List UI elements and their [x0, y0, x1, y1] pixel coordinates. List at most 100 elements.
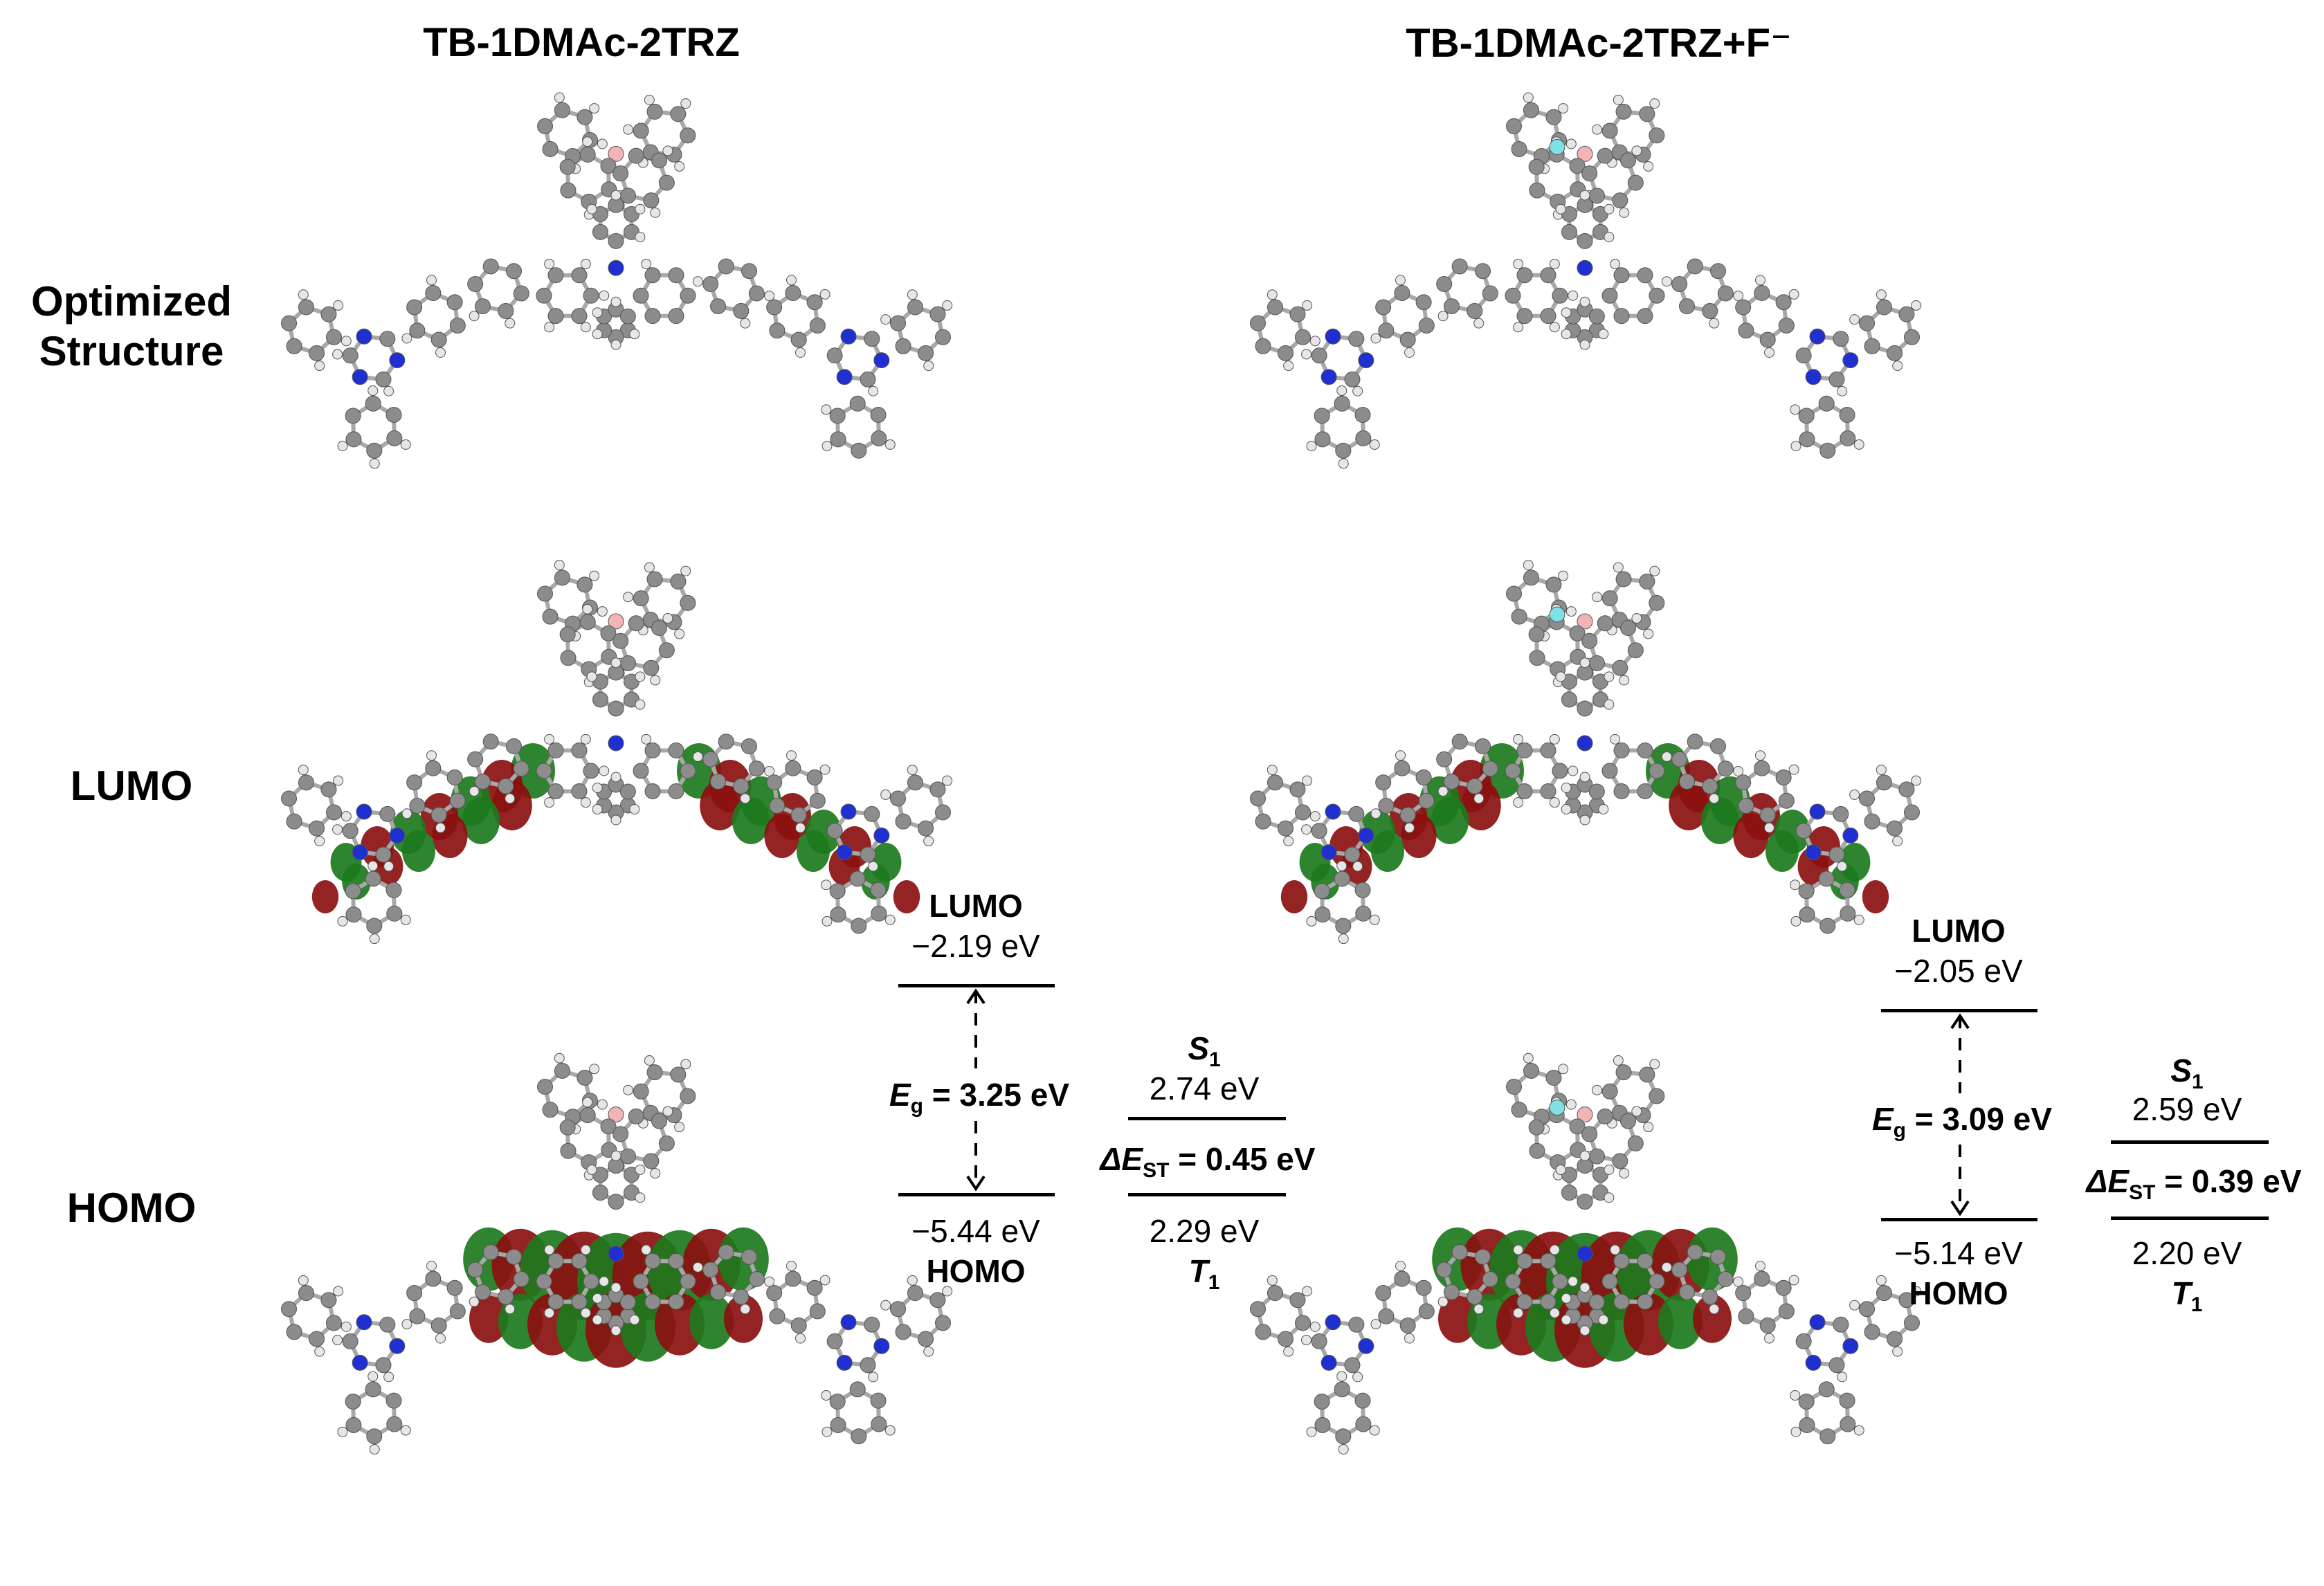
atom — [635, 671, 646, 682]
atom — [1842, 352, 1859, 369]
atom — [868, 385, 879, 397]
atom — [577, 1069, 593, 1086]
atom — [1588, 783, 1605, 800]
atom — [650, 1168, 661, 1179]
atom — [1649, 1273, 1665, 1290]
atom — [425, 284, 442, 301]
atom — [1475, 738, 1491, 755]
atom — [1314, 408, 1330, 424]
atom — [430, 807, 447, 823]
atom — [597, 606, 608, 617]
atom — [942, 1286, 953, 1297]
atom — [785, 284, 801, 301]
atom — [733, 778, 750, 794]
atom — [610, 1282, 621, 1293]
atom — [851, 442, 867, 459]
atom — [345, 431, 362, 448]
atom — [1568, 290, 1579, 301]
atom — [469, 785, 480, 796]
atom — [467, 1261, 484, 1278]
atom — [1545, 576, 1562, 593]
atom — [386, 905, 403, 922]
atom — [1687, 1244, 1703, 1261]
atom — [1627, 1135, 1644, 1151]
atom — [1754, 760, 1770, 776]
atom — [895, 1324, 911, 1340]
atom — [1754, 1270, 1770, 1287]
atom — [1639, 106, 1655, 122]
atom — [385, 407, 402, 423]
atom — [1809, 803, 1826, 820]
atom — [646, 1064, 663, 1081]
atom — [809, 792, 826, 809]
atom — [651, 1113, 668, 1129]
arrow-up-icon — [1950, 1013, 1970, 1093]
atom — [1598, 329, 1609, 340]
atom — [1759, 331, 1776, 348]
energy-gap-left: Eg = 3.25 eV — [872, 1076, 1087, 1118]
atom — [1795, 823, 1812, 839]
atom — [1370, 333, 1381, 344]
atom — [1637, 1293, 1653, 1310]
atom — [633, 287, 649, 304]
atom — [599, 290, 610, 301]
atom — [325, 804, 342, 821]
atom — [907, 1275, 918, 1286]
eg-value: = 3.09 eV — [1906, 1101, 2052, 1137]
atom — [547, 783, 564, 799]
atom — [748, 1271, 765, 1288]
atom — [1788, 764, 1799, 775]
atom — [1516, 1293, 1533, 1310]
atom — [1790, 441, 1801, 452]
t1-symbol: T — [1188, 1253, 1208, 1289]
atom — [1355, 1416, 1372, 1432]
atom — [1558, 1064, 1569, 1075]
s1-energy-right: 2.59 eV — [2132, 1091, 2242, 1127]
atom — [1549, 322, 1560, 333]
atom — [345, 1393, 361, 1410]
atom — [597, 138, 608, 149]
atom — [1911, 1286, 1922, 1297]
atom — [1601, 287, 1618, 304]
atom — [1892, 1346, 1903, 1357]
atom — [314, 835, 325, 846]
energy-gap-right: Eg = 3.09 eV — [1855, 1100, 2069, 1142]
delta-est-left: ΔEST = 0.45 eV — [1080, 1140, 1336, 1183]
atom — [600, 158, 617, 174]
atom — [332, 824, 343, 835]
atom — [1309, 1321, 1320, 1332]
atom — [1788, 1275, 1799, 1286]
atom — [1898, 306, 1915, 322]
atom — [1565, 138, 1577, 149]
atom — [1733, 1276, 1744, 1287]
atom — [1348, 1316, 1365, 1333]
orbital-lobe — [724, 1294, 763, 1343]
atom — [785, 760, 801, 776]
atom — [895, 338, 911, 354]
atom — [365, 871, 381, 887]
atom — [320, 781, 337, 798]
atom — [1710, 263, 1727, 280]
orbital-lobe — [1774, 810, 1810, 854]
atom — [383, 1371, 394, 1383]
s1-label-left: S1 — [1156, 1030, 1253, 1072]
atom — [1876, 299, 1892, 316]
atom — [1301, 349, 1312, 360]
atom — [641, 259, 652, 270]
atom — [1334, 1381, 1350, 1398]
t1-label-right: T1 — [2139, 1275, 2235, 1317]
t1-sub: 1 — [1208, 1271, 1220, 1295]
atom — [895, 813, 911, 830]
atom — [1561, 1185, 1577, 1201]
atom — [1579, 339, 1590, 350]
arrow-down-icon — [966, 1121, 986, 1192]
lumo-level-label-right: LUMO — [1912, 913, 2006, 949]
atom — [821, 879, 832, 891]
atom — [641, 733, 652, 745]
atom — [769, 798, 786, 814]
atom — [1598, 1314, 1609, 1325]
atom — [764, 765, 775, 776]
atom — [1859, 315, 1876, 331]
atom — [342, 347, 358, 364]
atom — [1529, 1142, 1545, 1159]
